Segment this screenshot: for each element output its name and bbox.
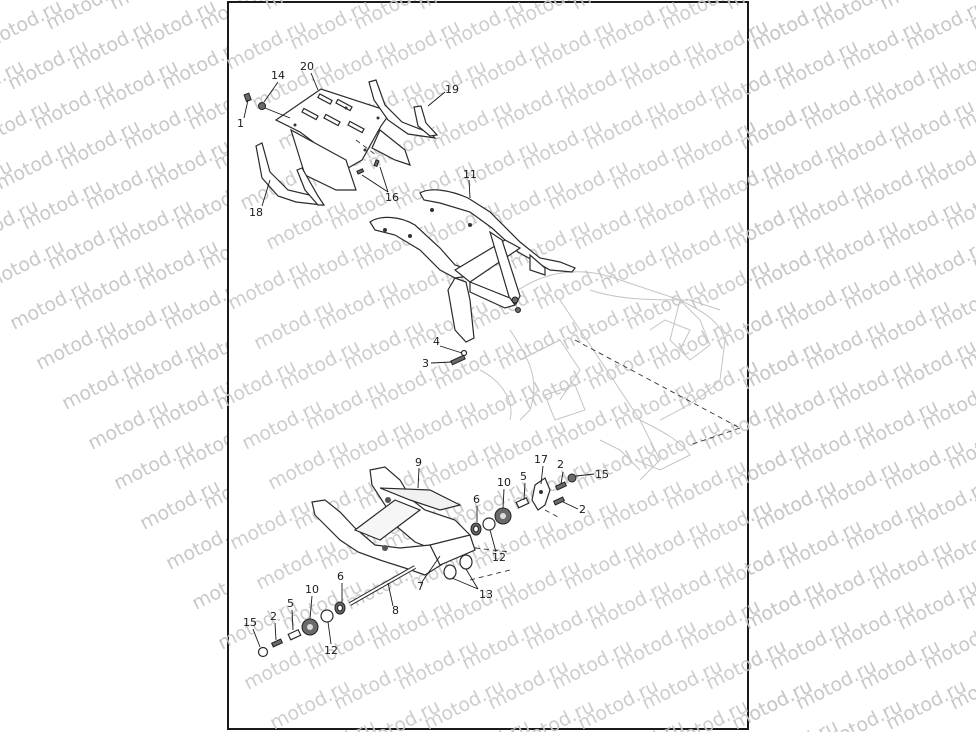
leader-lines xyxy=(243,72,595,648)
bracket-part-17 xyxy=(531,477,551,511)
dashed-guide-upper xyxy=(574,339,741,429)
dashed-guide xyxy=(469,569,511,581)
callout-14: 14 xyxy=(271,69,285,82)
dashed-guide xyxy=(474,547,511,553)
bolt-part-3 xyxy=(450,354,466,366)
nut-part-14 xyxy=(258,102,266,110)
callout-16: 16 xyxy=(385,191,399,204)
callout-9: 9 xyxy=(415,456,422,469)
bearing-part-6-left xyxy=(334,601,346,615)
bolt-part-2-left xyxy=(270,638,284,648)
callout-1: 1 xyxy=(237,117,244,130)
right-cover-part-19 xyxy=(368,79,439,139)
callout-2-b: 2 xyxy=(579,503,586,516)
callout-13: 13 xyxy=(479,588,493,601)
bearing-part-6-right xyxy=(470,522,482,536)
callout-6-b: 6 xyxy=(337,570,344,583)
bushing-part-5-left xyxy=(287,628,302,641)
callout-12-b: 12 xyxy=(324,644,338,657)
callout-11: 11 xyxy=(463,168,477,181)
swingarm-part-9 xyxy=(311,466,476,576)
callout-5-b: 5 xyxy=(287,597,294,610)
bushing-part-5-right xyxy=(515,496,530,509)
adjuster-cam-part-10-right xyxy=(494,507,512,525)
callout-19: 19 xyxy=(445,83,459,96)
spacer-part-12-right xyxy=(482,517,496,531)
callout-2-a: 2 xyxy=(557,458,564,471)
rear-frame-part-11 xyxy=(369,189,576,343)
dashed-guide xyxy=(544,509,561,519)
bolt-part-2-right-lower xyxy=(552,496,566,506)
watermark-text: motod.ru xyxy=(748,0,836,54)
callout-18: 18 xyxy=(249,206,263,219)
callout-15-b: 15 xyxy=(243,616,257,629)
ghost-main-frame xyxy=(479,271,726,481)
luggage-rack xyxy=(274,88,411,191)
callout-7: 7 xyxy=(417,580,424,593)
screw-part-1 xyxy=(243,92,252,103)
washer-part-4 xyxy=(460,349,468,357)
pivot-shaft-part-8 xyxy=(349,565,416,606)
callout-labels: 1 14 20 19 18 16 11 4 3 9 17 2 15 10 5 6… xyxy=(237,60,609,657)
callout-8: 8 xyxy=(392,604,399,617)
callout-12-a: 12 xyxy=(492,551,506,564)
callout-6-a: 6 xyxy=(473,493,480,506)
leader xyxy=(264,107,291,119)
callout-5-a: 5 xyxy=(520,470,527,483)
callout-10-b: 10 xyxy=(305,583,319,596)
bushings-part-13 xyxy=(443,554,473,580)
callout-3: 3 xyxy=(422,357,429,370)
spacer-part-12-left xyxy=(320,609,334,623)
dashed-guide xyxy=(355,139,377,156)
screws-part-16 xyxy=(356,159,380,175)
nut-part-15-left xyxy=(257,646,269,658)
callout-4: 4 xyxy=(433,335,440,348)
callout-10-a: 10 xyxy=(497,476,511,489)
bolt-part-2-right-upper xyxy=(554,481,568,491)
left-cover-part-18 xyxy=(255,142,326,206)
watermark-text: motod.ru xyxy=(966,0,976,34)
adjuster-cam-part-10-left xyxy=(301,618,319,636)
nut-part-15-right xyxy=(567,473,577,483)
callout-15-a: 15 xyxy=(595,468,609,481)
callout-20: 20 xyxy=(300,60,314,73)
callout-17: 17 xyxy=(534,453,548,466)
callout-2-c: 2 xyxy=(270,610,277,623)
